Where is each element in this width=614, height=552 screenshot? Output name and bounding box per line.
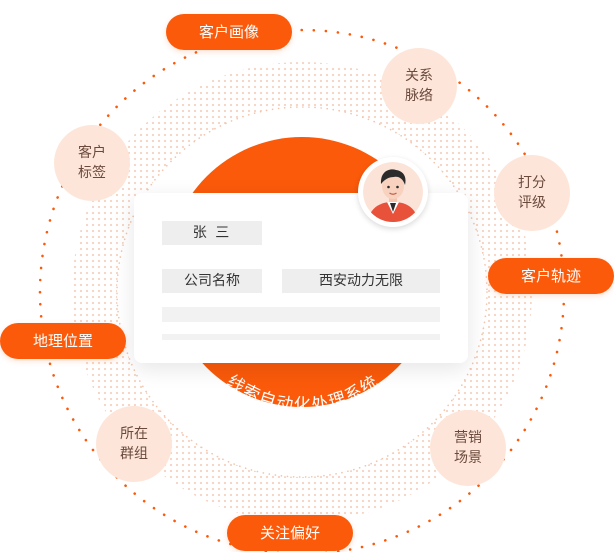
- avatar: [358, 157, 428, 227]
- placeholder-line: [162, 334, 440, 340]
- bubble-label: 所在 群组: [120, 426, 148, 462]
- company-name-label: 公司名称: [162, 269, 262, 293]
- pill-customer-portrait: 客户画像: [166, 14, 292, 50]
- pill-attention-preference: 关注偏好: [227, 515, 353, 551]
- pill-geo-location: 地理位置: [0, 323, 126, 359]
- bubble-label: 客户 标签: [78, 145, 106, 181]
- bubble-located-group: 所在 群组: [96, 406, 172, 482]
- pill-customer-trajectory: 客户轨迹: [488, 258, 614, 294]
- bubble-scoring-rating: 打分 评级: [494, 155, 570, 231]
- name-field: 张 三: [162, 221, 262, 245]
- placeholder-line: [162, 307, 440, 322]
- company-name-value: 西安动力无限: [282, 269, 440, 293]
- bubble-label: 关系 脉络: [405, 68, 433, 104]
- bubble-customer-tags: 客户 标签: [54, 125, 130, 201]
- inner-dotted-ring: [116, 106, 488, 478]
- lead-info-card: 张 三 公司名称 西安动力无限: [134, 193, 468, 363]
- person-avatar-icon: [363, 162, 423, 222]
- bubble-relationship-network: 关系 脉络: [381, 48, 457, 124]
- bubble-label: 营销 场景: [454, 430, 482, 466]
- bubble-label: 打分 评级: [518, 175, 546, 211]
- bubble-marketing-scenario: 营销 场景: [430, 410, 506, 486]
